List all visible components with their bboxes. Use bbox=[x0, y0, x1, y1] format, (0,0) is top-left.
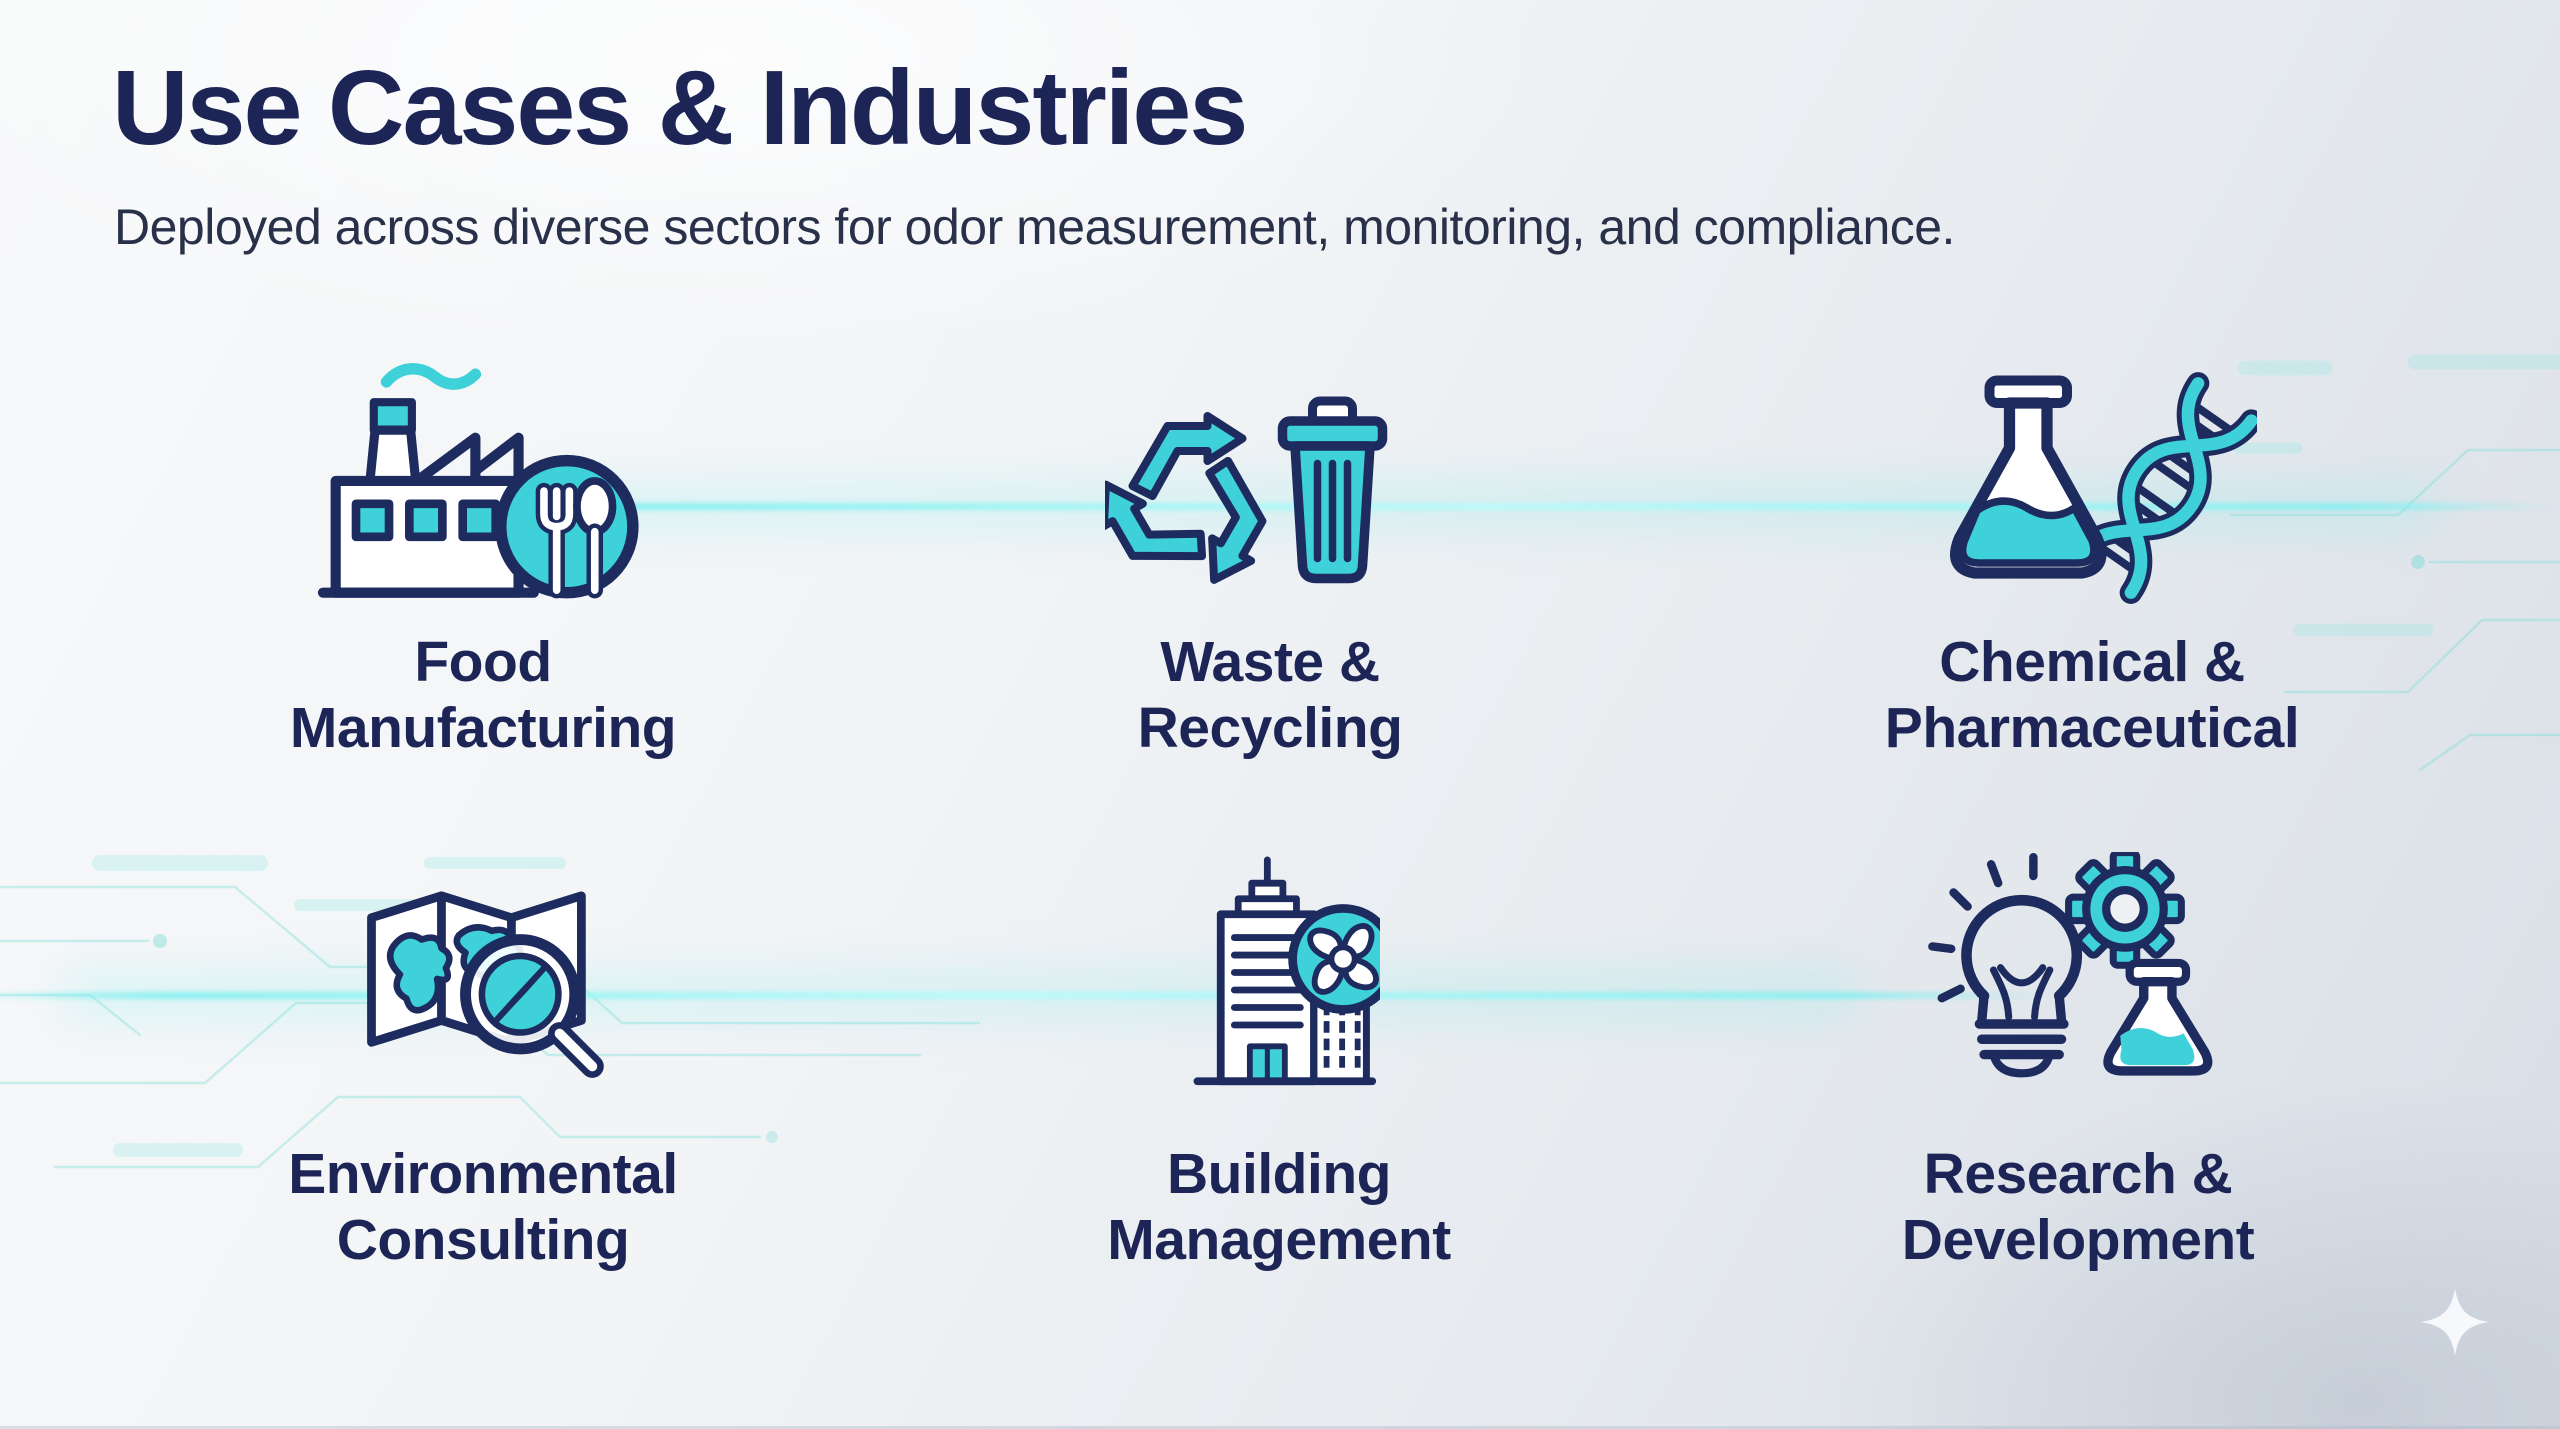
industry-label: Waste & Recycling bbox=[1137, 630, 1403, 761]
industry-card-environmental-consulting: Environmental Consulting bbox=[123, 850, 843, 1273]
industry-card-waste-recycling: Waste & Recycling bbox=[910, 358, 1630, 761]
page-subtitle: Deployed across diverse sectors for odor… bbox=[114, 199, 1955, 255]
recycle-arrows-icon bbox=[1105, 416, 1289, 591]
industry-label: Research & Development bbox=[1901, 1142, 2255, 1273]
fork-icon bbox=[540, 487, 574, 594]
flask-dna-icon bbox=[1950, 372, 2257, 604]
dna-helix-icon bbox=[2066, 372, 2257, 604]
compass-needle-icon bbox=[493, 964, 548, 1024]
industry-card-research-development: Research & Development bbox=[1718, 850, 2438, 1273]
icon-box bbox=[123, 358, 843, 613]
industry-card-building-management: Building Management bbox=[919, 850, 1639, 1273]
gear-icon bbox=[2065, 852, 2185, 969]
fan-icon bbox=[1288, 904, 1380, 1014]
icon-box bbox=[1732, 358, 2452, 613]
small-flask-icon bbox=[2103, 958, 2213, 1076]
bottom-edge-line bbox=[0, 1426, 2560, 1429]
factory-food-icon bbox=[317, 363, 639, 599]
industry-label: Chemical & Pharmaceutical bbox=[1884, 630, 2300, 761]
industry-label: Environmental Consulting bbox=[288, 1142, 678, 1273]
building-fan-icon bbox=[1193, 856, 1380, 1086]
industry-label: Food Manufacturing bbox=[289, 630, 677, 761]
recycle-trash-icon bbox=[1105, 396, 1388, 601]
bulb-gear-flask-icon bbox=[1928, 852, 2213, 1078]
tower-building-icon bbox=[1216, 856, 1318, 1086]
industry-card-chemical-pharmaceutical: Chemical & Pharmaceutical bbox=[1732, 358, 2452, 761]
page-title: Use Cases & Industries bbox=[112, 49, 1248, 167]
magnifier-compass-icon bbox=[460, 934, 604, 1078]
icon-box bbox=[1718, 850, 2438, 1095]
icon-box bbox=[123, 850, 843, 1095]
industry-label: Building Management bbox=[1107, 1142, 1451, 1273]
icon-box bbox=[910, 358, 1630, 613]
icon-box bbox=[919, 850, 1639, 1095]
smoke-icon bbox=[380, 363, 482, 390]
lightbulb-icon bbox=[1928, 853, 2083, 1078]
industry-card-food-manufacturing: Food Manufacturing bbox=[123, 358, 843, 761]
erlenmeyer-flask-icon bbox=[1950, 375, 2107, 579]
trash-can-icon bbox=[1277, 396, 1388, 584]
map-compass-icon bbox=[367, 891, 604, 1078]
sparkle-icon bbox=[2421, 1288, 2489, 1356]
